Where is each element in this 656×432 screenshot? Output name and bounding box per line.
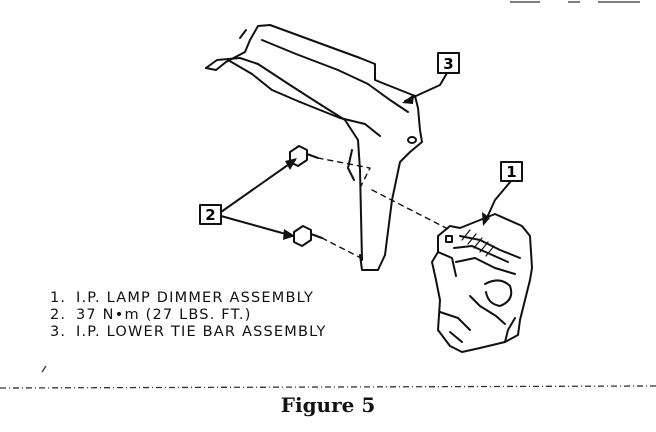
callout-box-2 bbox=[199, 204, 222, 225]
bolt-lower bbox=[293, 225, 323, 247]
figure-caption: Figure 5 bbox=[280, 393, 376, 417]
callout-box-3 bbox=[437, 52, 460, 74]
legend-number: 1. bbox=[50, 290, 67, 306]
bolt-upper bbox=[289, 145, 319, 167]
legend-text: I.P. LOWER TIE BAR ASSEMBLY bbox=[76, 324, 327, 340]
callout-number-1: 1 bbox=[506, 163, 516, 181]
leader-line-2a bbox=[220, 159, 296, 213]
callout-number-2: 2 bbox=[205, 206, 215, 224]
legend-item: 2. 37 N•m (27 LBS. FT.) bbox=[50, 307, 327, 324]
parts-legend: 1. I.P. LAMP DIMMER ASSEMBLY 2. 37 N•m (… bbox=[50, 290, 327, 341]
legend-item: 3. I.P. LOWER TIE BAR ASSEMBLY bbox=[50, 324, 327, 341]
callout-number-3: 3 bbox=[443, 55, 453, 73]
legend-item: 1. I.P. LAMP DIMMER ASSEMBLY bbox=[50, 290, 327, 307]
legend-text: I.P. LAMP DIMMER ASSEMBLY bbox=[76, 290, 315, 306]
legend-number: 2. bbox=[50, 307, 67, 323]
stray-mark bbox=[41, 365, 47, 373]
lamp-dimmer-assembly bbox=[431, 213, 533, 353]
legend-number: 3. bbox=[50, 324, 67, 340]
bottom-rule bbox=[0, 385, 656, 389]
leader-line-3 bbox=[404, 72, 448, 102]
tie-bar-bracket bbox=[205, 24, 423, 271]
leader-line-2b bbox=[220, 215, 294, 237]
leader-line-1 bbox=[484, 180, 512, 223]
legend-text: 37 N•m (27 LBS. FT.) bbox=[76, 307, 252, 323]
